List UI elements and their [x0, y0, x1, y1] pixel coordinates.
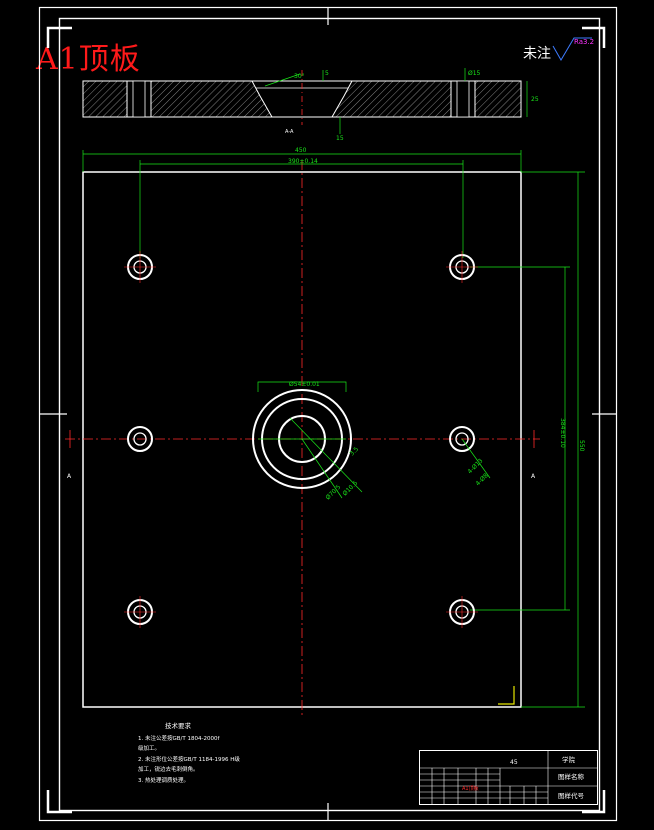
dim-bore-depth: 15 [336, 135, 344, 142]
sheet-border [38, 6, 618, 822]
dim-plate-thickness: 25 [531, 96, 539, 103]
tech-item: 1. 未注公差按GB/T 1804-2000f [138, 734, 220, 742]
plan-view: 450 390±0.14 550 384±0.10 A A [65, 147, 585, 718]
corner-brackets [46, 26, 606, 814]
dim-overall-height: 550 [578, 440, 585, 452]
roughness-symbol: Ra3.2 [552, 37, 594, 61]
title-block-unit: 学院 [562, 755, 576, 764]
dim-counterbore-depth: 5 [325, 70, 329, 77]
tech-item: 加工，锐边去毛刺倒角。 [138, 765, 199, 773]
dim-overall-width: 450 [295, 147, 307, 154]
dim-top-step: Ø15 [468, 70, 481, 77]
title-block-stamp: A1顶板 [462, 785, 479, 792]
section-view: 30° 5 15 Ø15 25 A-A [82, 68, 539, 142]
drawing-title: A1顶板 [36, 42, 141, 77]
tech-requirements: 技术要求 1. 未注公差按GB/T 1804-2000f 级加工。 2. 未注形… [138, 721, 240, 784]
dim-small: 3.5 [348, 446, 360, 458]
section-label: A-A [285, 129, 294, 135]
section-marker-left: A [67, 473, 72, 480]
title-block-material: 45 [510, 759, 518, 766]
surface-note-label: 未注 [523, 46, 551, 62]
datum-marker [498, 686, 515, 705]
roughness-value: Ra3.2 [574, 38, 594, 46]
title-block-drawing-code: 图样代号 [558, 791, 585, 800]
dim-hole-callout-1: Ø70.5 [324, 484, 342, 502]
mounting-holes [127, 254, 475, 625]
tech-heading: 技术要求 [165, 721, 192, 730]
dim-center-bore: Ø54±0.01 [289, 381, 320, 388]
dim-hole-spacing-x: 390±0.14 [288, 158, 318, 165]
dim-hole-spacing-y: 384±0.10 [559, 418, 566, 448]
title-block-drawing-name: 图样名称 [558, 772, 585, 781]
title-block: 45 学院 图样名称 图样代号 A1顶板 [419, 750, 598, 805]
section-marker-right: A [531, 473, 536, 480]
centering-marks [39, 7, 617, 821]
frame-border [58, 17, 601, 812]
tech-item: 级加工。 [138, 744, 160, 752]
tech-item: 3. 热处理调质处理。 [138, 776, 189, 784]
dim-chamfer-angle: 30° [294, 73, 305, 80]
dim-hole-callout-2: Ø10.5 [341, 480, 359, 498]
tech-item: 2. 未注形位公差按GB/T 1184-1996 H级 [138, 755, 240, 763]
